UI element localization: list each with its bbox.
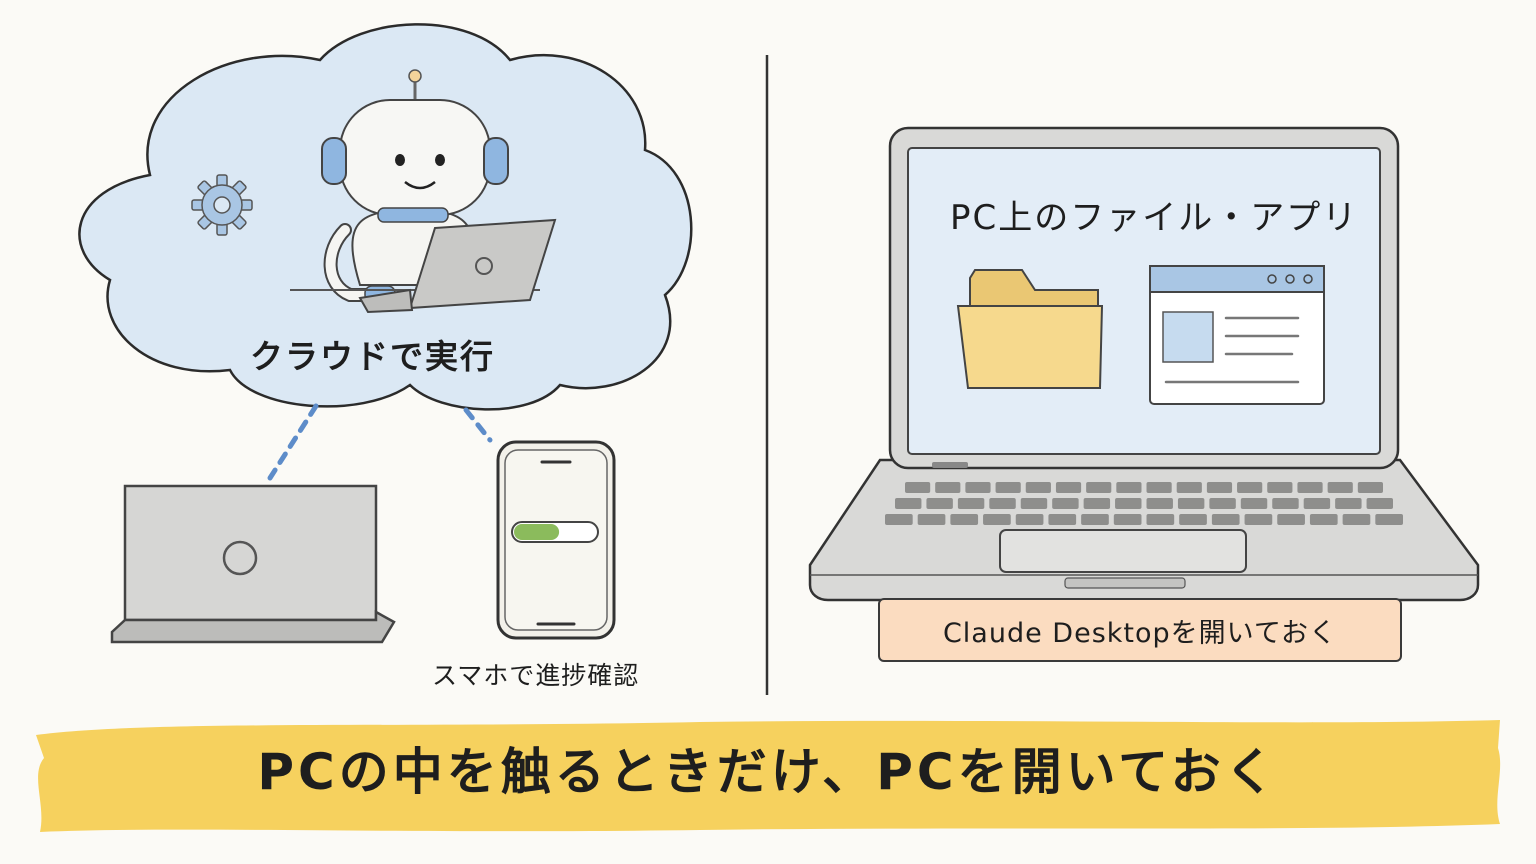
banner-text: PCの中を触るときだけ、PCを開いておく (257, 743, 1279, 801)
keyboard-key (1277, 514, 1305, 525)
keyboard-key (895, 498, 922, 509)
keyboard-key (965, 482, 991, 493)
cloud-label: クラウドで実行 (250, 337, 495, 376)
keyboard-key (1052, 498, 1079, 509)
keyboard-key (1177, 498, 1205, 509)
smartphone-icon (496, 440, 616, 640)
keyboard-key (1244, 514, 1273, 525)
keyboard-key (1086, 482, 1112, 493)
keyboard-key (1146, 482, 1172, 493)
keyboard-key (1209, 498, 1236, 509)
screen-title: PC上のファイル・アプリ (950, 198, 1359, 238)
keyboard-key (983, 514, 1011, 525)
keyboard-key (1303, 498, 1331, 509)
keyboard-key (1083, 498, 1111, 509)
keyboard-key (1327, 482, 1353, 493)
keyboard-key (935, 482, 961, 493)
robot-laptop (290, 218, 557, 314)
folder-icon (956, 269, 1104, 389)
keyboard-key (950, 514, 979, 525)
keyboard-key (1015, 514, 1044, 525)
keyboard-key (1025, 482, 1051, 493)
keyboard-key (1081, 514, 1109, 525)
keyboard-key (1211, 514, 1240, 525)
keyboard-key (989, 498, 1016, 509)
keyboard-key (917, 514, 946, 525)
keyboard-key (1020, 498, 1048, 509)
keyboard-key (1357, 482, 1383, 493)
keyboard-key (926, 498, 953, 509)
keyboard-key (1375, 514, 1403, 525)
keyboard (885, 482, 1403, 525)
progress-fill (514, 524, 560, 540)
keyboard-key (1240, 498, 1268, 509)
keyboard-key (1297, 482, 1323, 493)
keyboard-key (995, 482, 1021, 493)
phone-caption: スマホで進捗確認 (432, 661, 640, 690)
keyboard-key (957, 498, 985, 509)
keyboard-key (1267, 482, 1293, 493)
keyboard-key (1146, 514, 1175, 525)
claude-desktop-badge: Claude Desktopを開いておく (878, 598, 1402, 662)
keyboard-key (1048, 514, 1077, 525)
keyboard-key (1366, 498, 1393, 509)
keyboard-key (885, 514, 913, 525)
keyboard-key (1115, 498, 1142, 509)
app-window-icon (1149, 265, 1325, 405)
keyboard-key (1237, 482, 1263, 493)
keyboard-key (1116, 482, 1142, 493)
keyboard-key (1176, 482, 1202, 493)
keyboard-key (1179, 514, 1207, 525)
laptop-icon (110, 484, 396, 644)
keyboard-key (1309, 514, 1338, 525)
keyboard-key (1206, 482, 1233, 493)
keyboard-key (1342, 514, 1371, 525)
keyboard-key (1146, 498, 1173, 509)
connection-lines (267, 403, 493, 481)
keyboard-key (1055, 482, 1082, 493)
trackpad (999, 529, 1247, 573)
keyboard-key (1335, 498, 1362, 509)
banner-stroke (36, 720, 1501, 832)
keyboard-key (905, 482, 931, 493)
gear-icon (191, 174, 253, 236)
keyboard-key (1272, 498, 1299, 509)
keyboard-key (1113, 514, 1142, 525)
